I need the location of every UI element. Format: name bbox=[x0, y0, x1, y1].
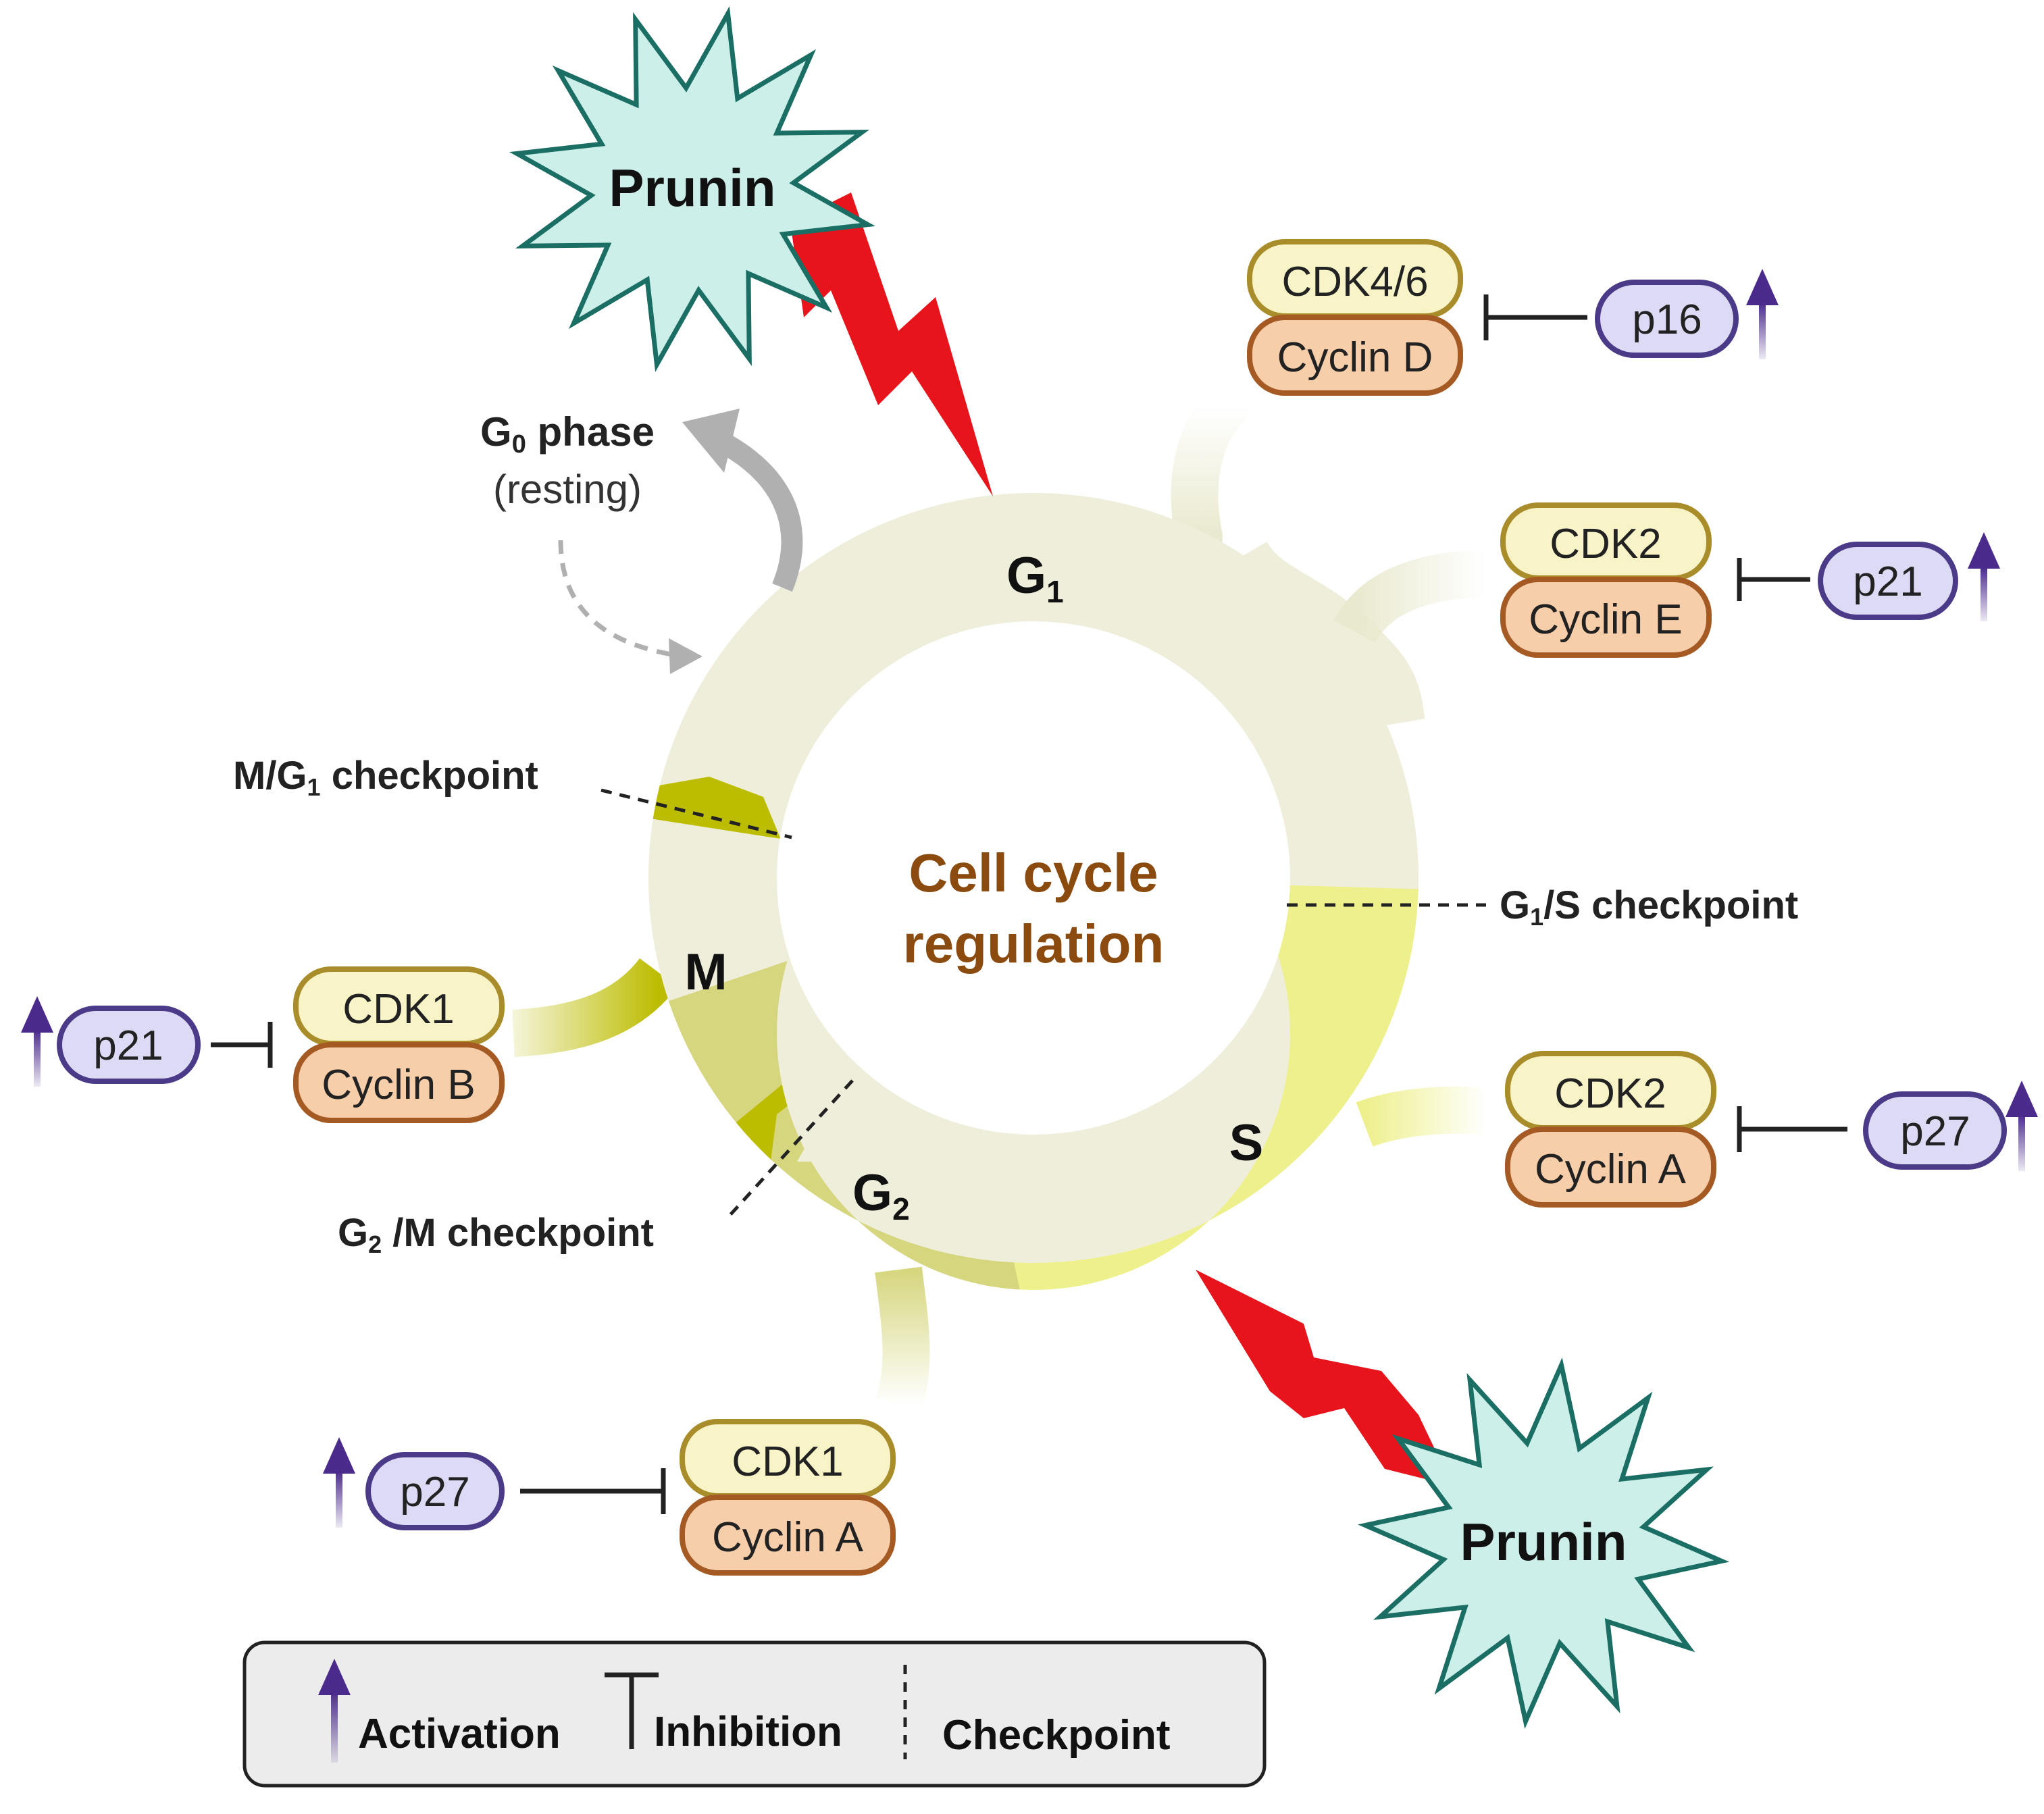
legend: Activation Inhibition Checkpoint bbox=[242, 1640, 1267, 1788]
checkpoint-m-g1-label: M/G1 checkpoint bbox=[233, 754, 538, 801]
complex-cdk1-cyclin-a: CDK1 Cyclin A p27 bbox=[323, 1419, 896, 1576]
prunin-label-bottom: Prunin bbox=[1460, 1512, 1627, 1572]
g0-exit-arrow bbox=[711, 429, 803, 592]
phase-g1-letter: G bbox=[1006, 547, 1046, 604]
checkpoint-g1-s-label: G1/S checkpoint bbox=[1500, 883, 1798, 931]
phase-g2-letter: G bbox=[852, 1164, 892, 1222]
phase-g1-sub: 1 bbox=[1046, 574, 1064, 609]
legend-box bbox=[242, 1640, 1267, 1788]
inhibitor-label: p21 bbox=[1853, 559, 1922, 605]
checkpoint-lines bbox=[601, 788, 1486, 1217]
cell-cycle-ring bbox=[648, 493, 1419, 1290]
g0-resting-label: (resting) bbox=[493, 467, 642, 512]
lightning-bolt-bottom bbox=[1196, 1270, 1452, 1486]
phase-g2-label: G2 bbox=[852, 1164, 910, 1226]
cdk-label: CDK1 bbox=[342, 986, 454, 1033]
inhibitor-label: p21 bbox=[93, 1022, 163, 1069]
complex-cdk1-cyclin-b: CDK1 Cyclin B p21 bbox=[21, 966, 505, 1123]
activation-arrow-icon bbox=[331, 1692, 338, 1763]
phase-g1-label: G1 bbox=[1006, 547, 1064, 609]
cyclin-label: Cyclin A bbox=[712, 1514, 864, 1561]
complex-cdk46-cyclin-d: CDK4/6 Cyclin D p16 bbox=[1247, 239, 1779, 396]
cyclin-label: Cyclin A bbox=[1535, 1146, 1687, 1193]
inhibitor-label: p27 bbox=[1900, 1108, 1970, 1155]
cyclin-label: Cyclin E bbox=[1529, 596, 1682, 643]
legend-checkpoint-label: Checkpoint bbox=[942, 1712, 1171, 1759]
complex-cdk2-cyclin-a: CDK2 Cyclin A p27 bbox=[1505, 1051, 2038, 1208]
cdk-label: CDK1 bbox=[732, 1439, 843, 1485]
prunin-starburst-bottom: Prunin bbox=[1357, 1357, 1730, 1730]
checkpoint-g2-m-label: G2 /M checkpoint bbox=[338, 1211, 654, 1258]
g0-return-arrow bbox=[558, 540, 676, 658]
lightning-bolt-top bbox=[790, 192, 993, 496]
inhibitor-label: p16 bbox=[1632, 296, 1702, 343]
prunin-label-top: Prunin bbox=[609, 158, 776, 217]
phase-m-label: M bbox=[684, 943, 727, 1001]
legend-activation-label: Activation bbox=[358, 1711, 561, 1757]
cdk-label: CDK4/6 bbox=[1281, 259, 1428, 305]
prunin-starburst-top: Prunin bbox=[509, 6, 875, 372]
cyclin-label: Cyclin D bbox=[1277, 334, 1433, 381]
diagram-title-line1: Cell cycle bbox=[909, 843, 1158, 903]
cdk-label: CDK2 bbox=[1550, 521, 1661, 567]
g0-exit-arrowhead bbox=[682, 409, 740, 473]
ring-inner bbox=[777, 621, 1290, 1135]
legend-inhibition-label: Inhibition bbox=[654, 1709, 842, 1755]
diagram-title-line2: regulation bbox=[903, 914, 1165, 974]
g0-label: G0 phase bbox=[480, 409, 655, 459]
complex-cdk2-cyclin-e: CDK2 Cyclin E p21 bbox=[1500, 502, 2000, 658]
cdk-label: CDK2 bbox=[1554, 1070, 1666, 1117]
inhibitor-label: p27 bbox=[400, 1469, 469, 1515]
g0-return-arrowhead bbox=[669, 638, 702, 674]
phase-s-label: S bbox=[1229, 1114, 1264, 1172]
g0-phase: G0 phase (resting) bbox=[480, 409, 803, 674]
cyclin-label: Cyclin B bbox=[322, 1062, 475, 1108]
phase-g2-sub: 2 bbox=[892, 1191, 910, 1226]
